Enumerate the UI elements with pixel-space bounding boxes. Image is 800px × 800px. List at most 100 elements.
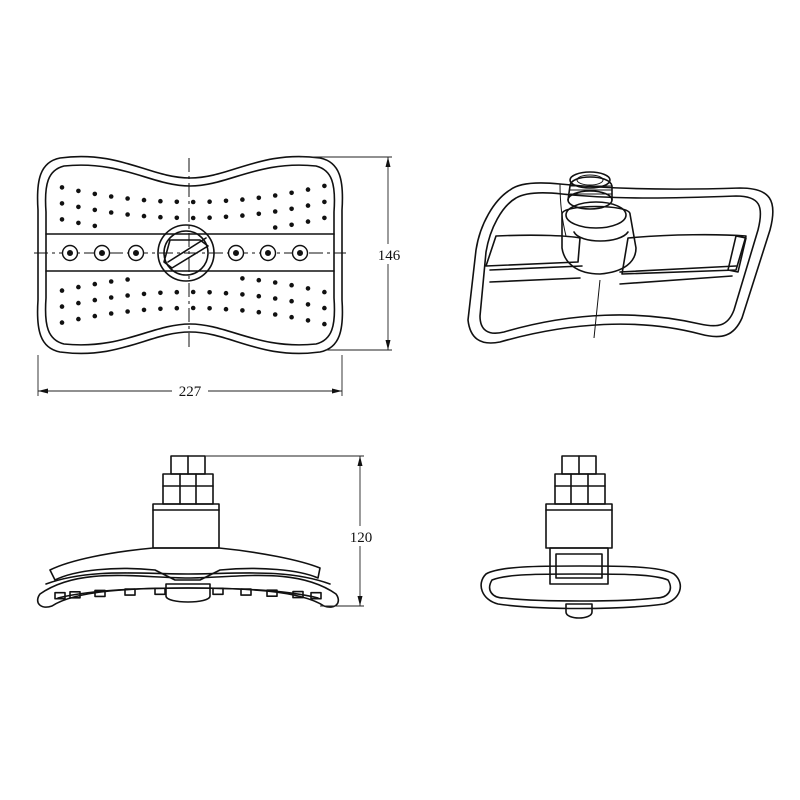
front-nozzle-nubs [54,587,322,600]
iso-outer-outline [467,182,774,344]
spray-hole [223,214,229,220]
spray-hole [256,211,262,217]
jet-nozzle-core [67,250,73,256]
spray-hole [92,223,98,229]
spray-hole [322,199,327,205]
iso-connector [561,171,637,275]
spray-hole [272,209,278,214]
spray-hole [108,295,114,300]
spray-hole [289,206,294,212]
spray-hole [59,320,65,325]
spray-hole [305,203,311,208]
spray-hole [272,193,278,198]
spray-hole [289,314,294,320]
spray-holes-upper [59,183,327,230]
spray-hole [305,219,311,224]
spray-hole [76,204,81,210]
nozzle-nub [240,588,252,596]
spray-hole [158,198,163,204]
dimension-width: 227 [37,355,343,400]
spray-hole [305,286,311,291]
spray-hole [207,215,212,220]
side-bottom-cap [565,603,593,619]
spray-hole [256,309,262,315]
spray-hole [256,293,262,299]
front-face-line [45,572,331,585]
spray-hole [158,290,163,296]
spray-hole [125,212,130,217]
spray-hole [322,289,327,295]
jet-nozzle-core [133,250,139,256]
front-face-bottom [57,587,319,599]
front-view [36,455,340,608]
nozzle-nub [154,587,166,596]
spray-hole [158,306,163,312]
spray-hole [256,195,262,201]
side-view [480,455,682,619]
spray-hole [125,309,130,314]
spray-hole [289,298,294,304]
spray-hole [305,302,311,307]
nozzle-nub [292,590,304,599]
dimension-height: 120 [205,455,378,607]
jet-nozzle-core [297,250,303,256]
spray-hole [322,321,327,327]
spray-hole [92,191,98,197]
spray-hole [92,297,98,303]
spray-hole [223,198,229,204]
spray-hole [322,215,327,221]
front-nut [162,473,214,505]
spray-hole [141,307,147,313]
nozzle-nub [310,591,322,600]
spray-hole [272,225,278,230]
spray-hole [190,289,196,295]
spray-hole [174,215,180,221]
spray-hole [59,304,65,309]
spray-hole [76,220,81,226]
top-view [34,155,346,355]
dimension-depth-label: 146 [378,248,401,264]
spray-hole [322,183,327,189]
spray-hole [207,290,212,295]
front-head-body [49,547,321,581]
spray-hole [190,305,196,311]
spray-hole [59,288,65,293]
jet-nozzle-core [265,250,271,256]
spray-hole [272,280,278,285]
spray-hole [141,291,147,297]
nozzle-nub [124,588,136,596]
nozzle-nub [69,590,81,599]
spray-hole [125,293,130,298]
side-shell [480,565,682,610]
spray-hole [272,296,278,301]
jet-nozzles [61,244,309,262]
spray-hole [289,222,294,228]
spray-hole [76,316,81,322]
spray-hole [92,281,98,287]
spray-hole [305,187,311,192]
spray-hole [125,277,130,282]
spray-hole [190,215,196,221]
spray-hole [76,188,81,194]
spray-hole [207,306,212,311]
spray-hole [240,308,245,313]
dimension-width-label: 227 [179,384,202,400]
selector-knob [157,224,215,282]
iso-seam-2 [559,183,567,237]
spray-hole [141,213,147,219]
spray-hole [59,185,65,190]
front-center-bump [165,583,211,603]
spray-hole [272,312,278,317]
spray-hole [174,305,180,311]
spray-hole [59,217,65,222]
spray-hole [141,197,147,203]
nozzle-nub [212,587,224,596]
top-view-inner-outline [44,164,336,346]
dimension-depth: 146 [300,156,404,351]
spray-hole [240,213,245,218]
spray-hole [108,194,114,199]
spray-hole [240,276,245,281]
spray-hole [190,199,196,205]
isometric-view [467,171,774,344]
